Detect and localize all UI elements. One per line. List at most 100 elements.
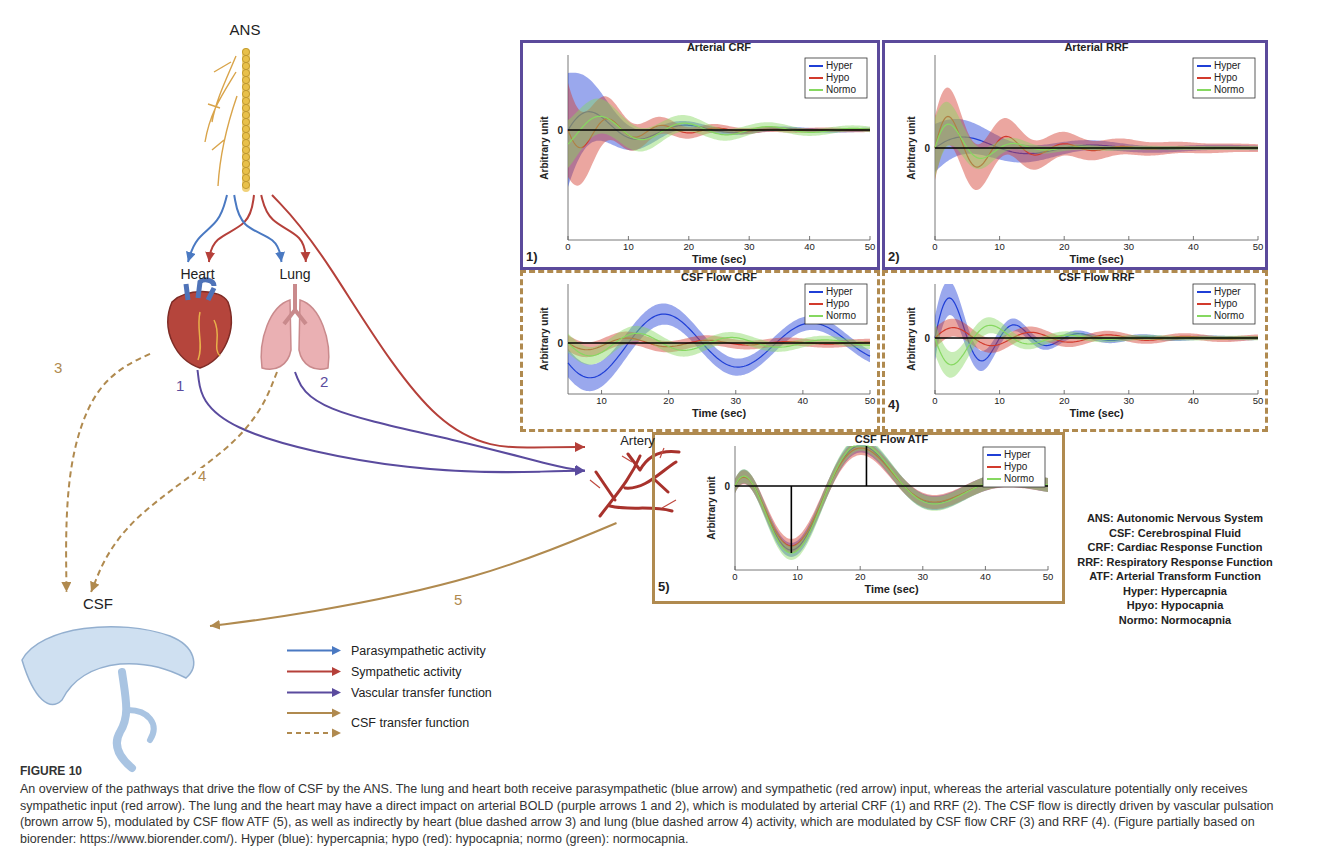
tick-label: 10 [994, 396, 1005, 406]
tick-label: 20 [1059, 396, 1070, 406]
abbreviation-note: Hpyo: Hypocapnia [1127, 599, 1224, 612]
chart-legend-text: Normo [1214, 310, 1244, 321]
tick-label: 0 [932, 396, 937, 406]
tick-mark [999, 390, 1000, 394]
legend-text: CSF transfer function [351, 716, 469, 730]
legend-row: Sympathetic activity [285, 661, 461, 682]
vertebra [242, 111, 249, 118]
tick-label: 30 [730, 396, 741, 406]
chart-legend-sample [1197, 303, 1211, 305]
tick-label: 40 [804, 242, 815, 252]
chart-legend-text: Normo [826, 84, 856, 95]
confidence-band [568, 83, 870, 186]
panel-number: 5) [658, 580, 670, 594]
panel-number: 2) [888, 250, 900, 264]
chart-legend-text: Hypo [826, 72, 849, 83]
chart-legend-box [983, 447, 1045, 487]
spinal-cord [242, 48, 250, 192]
chart-panel: CSF Flow CRFArbitrary unit01020304050Tim… [520, 270, 880, 432]
tick-label: 50 [1043, 572, 1054, 582]
tick-label: 0 [557, 338, 563, 349]
vertebra [242, 55, 249, 62]
chart-panel: Arterial RRFArbitrary unit001020304050Ti… [882, 40, 1268, 270]
node-label: ANS [230, 21, 261, 38]
tick-label: 30 [918, 572, 929, 582]
legend-text: Parasympathetic activity [351, 644, 486, 658]
axis-label: Time (sec) [692, 253, 746, 265]
tick-label: 50 [1253, 242, 1264, 252]
vertebra [242, 76, 249, 83]
chart-legend-text: Normo [826, 310, 856, 321]
tick-label: 40 [980, 572, 991, 582]
tick-label: 50 [865, 242, 876, 252]
legend-arrow-line [287, 671, 332, 673]
tick-mark [1128, 390, 1129, 394]
chart-legend-box [805, 284, 867, 324]
vertebra [242, 83, 249, 90]
tick-label: 10 [792, 572, 803, 582]
aqueduct [117, 672, 132, 768]
confidence-band [935, 317, 1258, 377]
tick-label: 50 [1253, 396, 1264, 406]
chart-legend-sample [1197, 65, 1211, 67]
legend-arrow-head [332, 667, 341, 676]
chart-legend-box [1193, 58, 1255, 98]
tick-label: 0 [724, 481, 730, 492]
tick-mark [1064, 390, 1065, 394]
panel-number: 1) [526, 250, 538, 264]
panel-title: CSF Flow ATF [855, 433, 928, 445]
chart-legend-text: Hyper [1214, 60, 1241, 71]
tick-mark [749, 236, 750, 240]
tick-mark [935, 390, 936, 394]
chart-legend-sample [809, 303, 823, 305]
response-curve [568, 116, 870, 144]
heart-illustration [168, 280, 231, 368]
response-curve [568, 333, 870, 356]
tick-label: 30 [1124, 396, 1135, 406]
chart-legend-text: Normo [1214, 84, 1244, 95]
coronary-vessels [198, 312, 220, 360]
axis-label: Arbitrary unit [906, 116, 917, 179]
chart-legend-text: Hypo [826, 298, 849, 309]
chart-legend-text: Hyper [826, 286, 853, 297]
tick-mark [668, 390, 669, 394]
chart-legend-sample [809, 291, 823, 293]
axis-label: Time (sec) [692, 407, 746, 419]
tick-label: 20 [1059, 242, 1070, 252]
connector-arrow [234, 195, 281, 262]
connector-arrow [91, 372, 277, 592]
tick-mark [1128, 236, 1129, 240]
tick-mark [1193, 236, 1194, 240]
chart-legend-sample [1197, 291, 1211, 293]
chart-legend-text: Hyper [1214, 286, 1241, 297]
confidence-band [735, 446, 1048, 553]
axis-label: Arbitrary unit [706, 476, 717, 539]
axis-label: Time (sec) [1069, 407, 1123, 419]
tick-mark [922, 566, 923, 570]
legend-line-sample [285, 703, 343, 743]
chart-legend-sample [987, 466, 1001, 468]
connector-arrow [261, 195, 306, 262]
peak-marker [866, 446, 868, 486]
chart-legend-sample [1197, 315, 1211, 317]
tick-mark [1064, 236, 1065, 240]
callout-number: 1 [174, 378, 186, 395]
connector-arrow [188, 195, 227, 262]
connector-arrow [272, 195, 585, 448]
right-lung [299, 300, 329, 369]
legend-arrow-line [287, 732, 332, 734]
figure-caption: An overview of the pathways that drive t… [20, 781, 1310, 847]
callout-number: 2 [318, 374, 330, 391]
tick-label: 30 [1124, 242, 1135, 252]
tick-mark [735, 390, 736, 394]
node-label: Heart [180, 266, 214, 282]
chart-panel: CSF Flow ATFArbitrary unit001020304050Ti… [652, 432, 1065, 604]
vertebra [242, 97, 249, 104]
tick-label: 10 [994, 242, 1005, 252]
abbreviation-note: Hyper: Hypercapnia [1123, 585, 1227, 598]
connector-arrow [295, 372, 585, 471]
vertebra [242, 181, 249, 188]
confidence-band [935, 284, 1258, 371]
